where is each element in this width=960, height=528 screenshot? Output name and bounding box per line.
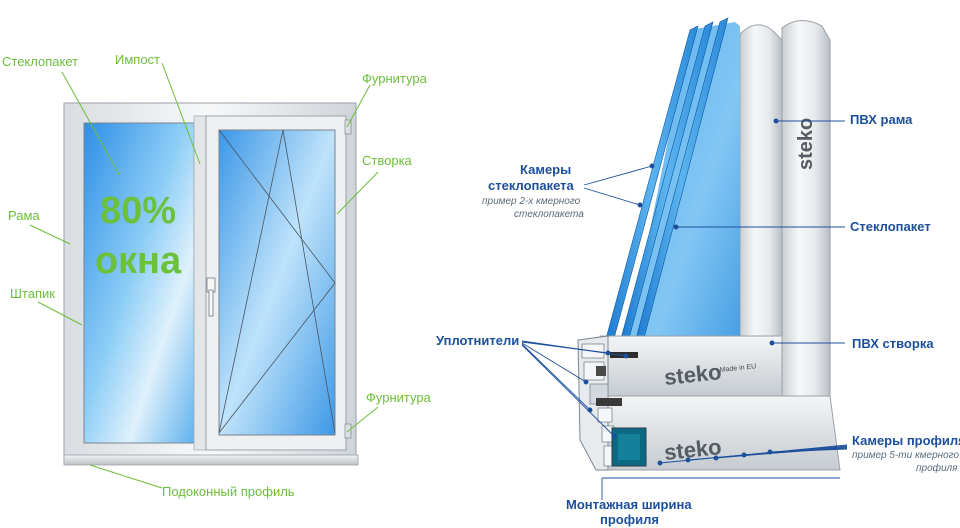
sill-profile (63, 454, 359, 466)
sash-opening-lines (218, 129, 336, 434)
label-impost: Импост (115, 52, 161, 67)
note-kamery-profilya-2: профиля (916, 463, 958, 474)
right-glass (218, 129, 336, 436)
label-steklopaket-right: Стеклопакет (850, 219, 931, 234)
label-furnitura-bottom: Фурнитура (366, 390, 431, 405)
label-kamery-profilya: Камеры профиля (852, 433, 960, 448)
profile-print-made: Made in EU (719, 363, 756, 374)
label-pvh-stvorka: ПВХ створка (852, 336, 934, 351)
left-leader-lines (29, 62, 379, 489)
label-uplotniteli: Уплотнители (436, 333, 520, 348)
profile-print-brand: steko (663, 359, 723, 390)
label-furnitura-top: Фурнитура (362, 71, 427, 86)
handle-grip (208, 289, 214, 317)
label-rama: Рама (8, 208, 40, 223)
note-kamery-steklopaketa-2: стеклопакета (514, 209, 584, 220)
label-kamery-steklopaketa-2: стеклопакета (488, 178, 574, 193)
label-shtapik: Штапик (10, 286, 55, 301)
label-podokonny: Подоконный профиль (162, 484, 295, 499)
sash-opening-side (218, 129, 336, 434)
pvc-frame-column (781, 20, 831, 471)
note-kamery-steklopaketa-1: пример 2-х кмерного (482, 196, 581, 207)
label-montazhnaya-1: Монтажная ширина (566, 497, 692, 512)
label-kamery-steklopaketa-1: Камеры (520, 162, 572, 177)
glass-word: окна (94, 240, 182, 282)
hinge-top (344, 119, 352, 135)
label-montazhnaya-2: профиля (600, 512, 659, 527)
profile-print-brand-3: steko (795, 118, 817, 170)
left-glass (83, 122, 195, 444)
label-steklopaket: Стеклопакет (2, 54, 79, 69)
glass-percent: 80% (99, 190, 177, 232)
right-leader-lines (521, 118, 848, 500)
label-stvorka: Створка (362, 153, 412, 168)
label-pvh-rama: ПВХ рама (850, 112, 913, 127)
note-kamery-profilya-1: пример 5-ти кмерного (852, 450, 960, 461)
